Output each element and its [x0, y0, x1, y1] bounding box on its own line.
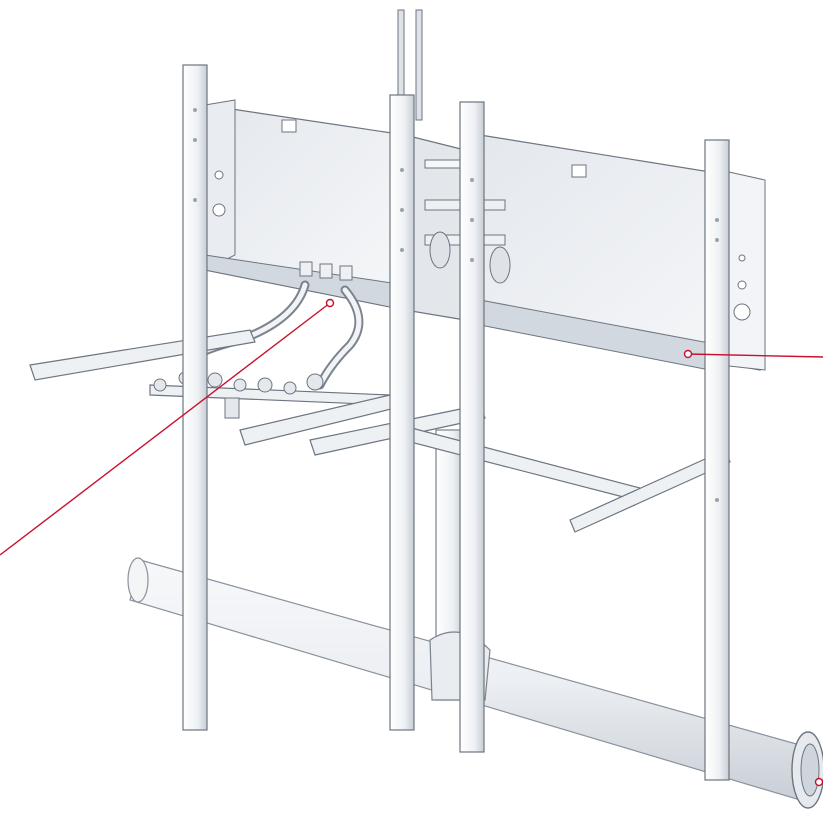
drain-pipe-left-end — [127, 557, 149, 603]
wall-box-left-hook — [281, 119, 297, 133]
wall-box-left — [204, 99, 406, 311]
vertical-posts — [182, 64, 730, 781]
rails — [29, 329, 731, 533]
rail-right-outrigger — [394, 424, 641, 501]
rail-right-arm — [569, 449, 731, 533]
post-4 — [704, 139, 730, 781]
post-1 — [182, 64, 208, 731]
callout-box-line — [687, 353, 823, 358]
drain-pipe-socket-inner — [800, 743, 820, 797]
callout-box-dot — [683, 349, 693, 359]
callout-piping-dot — [325, 298, 335, 308]
callout-piping-line — [0, 302, 331, 556]
callout-pipe-end-dot — [814, 777, 823, 787]
wall-box-left-side — [204, 99, 236, 271]
post-2 — [389, 94, 415, 731]
post-holes — [193, 108, 719, 502]
rail-left-outrigger — [29, 329, 256, 381]
callouts — [0, 298, 823, 787]
post-3 — [459, 101, 485, 753]
wall-box-right-hook — [571, 164, 587, 178]
wall-box-right — [479, 134, 766, 373]
